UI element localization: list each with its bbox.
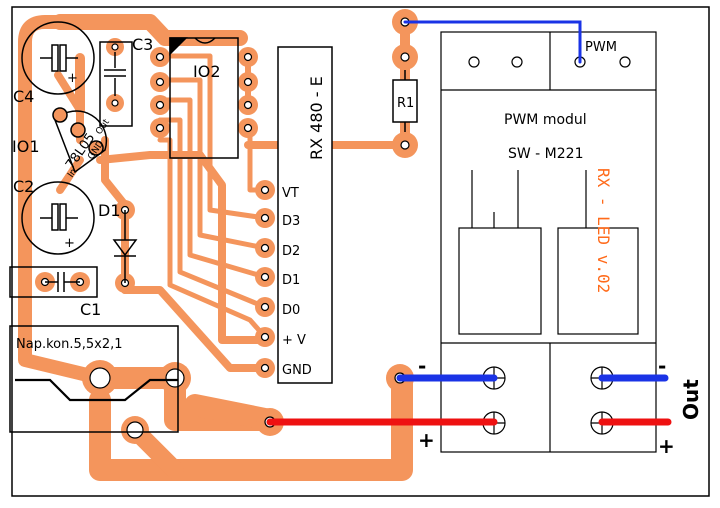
c4-plus: +	[67, 71, 78, 86]
r1-label: R1	[397, 96, 414, 111]
pwm-module	[440, 31, 657, 453]
io1-regulator	[52, 107, 108, 174]
d1-diode	[112, 210, 138, 283]
wires	[266, 20, 672, 426]
rx-pin-plus-v: + V	[282, 333, 306, 348]
module-plus-left: +	[418, 428, 435, 452]
module-minus-left: -	[418, 354, 426, 378]
module-plus-right: +	[658, 434, 675, 458]
rx-receiver: RX 480 - E VT D3 D2 D1 D0 + V GND	[277, 46, 333, 384]
pads	[35, 9, 418, 444]
c3-capacitor	[99, 41, 133, 127]
module-title: PWM modul	[504, 112, 587, 128]
rx-pin-d2: D2	[282, 244, 300, 259]
module-pwm-label: PWM	[585, 40, 617, 55]
c3-label: C3	[132, 35, 153, 54]
module-out: Out	[679, 379, 703, 420]
d1-label: D1	[98, 201, 121, 220]
io2-chip	[169, 37, 239, 159]
c2-capacitor	[21, 181, 95, 255]
io2-label: IO2	[193, 62, 221, 81]
c4-label: C4	[13, 87, 34, 106]
rx-name: RX 480 - E	[307, 76, 326, 160]
c1-label: C1	[80, 300, 101, 319]
r1-resistor	[392, 70, 418, 132]
c2-plus: +	[64, 236, 75, 251]
module-minus-right: -	[658, 354, 666, 378]
c1-capacitor	[9, 266, 98, 298]
power-connector	[9, 325, 179, 433]
module-model: SW - M221	[508, 146, 583, 162]
c2-label: C2	[13, 177, 34, 196]
rx-pin-d1: D1	[282, 273, 300, 288]
rx-pin-d3: D3	[282, 214, 300, 229]
module-side-text: RX - LED v.02	[594, 168, 613, 293]
rx-pin-gnd: GND	[282, 363, 312, 378]
c4-capacitor	[21, 21, 95, 95]
connector-label: Nap.kon.5,5x2,1	[16, 337, 123, 352]
io1-label: IO1	[12, 137, 40, 156]
rx-pin-d0: D0	[282, 303, 300, 318]
rx-pin-vt: VT	[282, 186, 299, 201]
